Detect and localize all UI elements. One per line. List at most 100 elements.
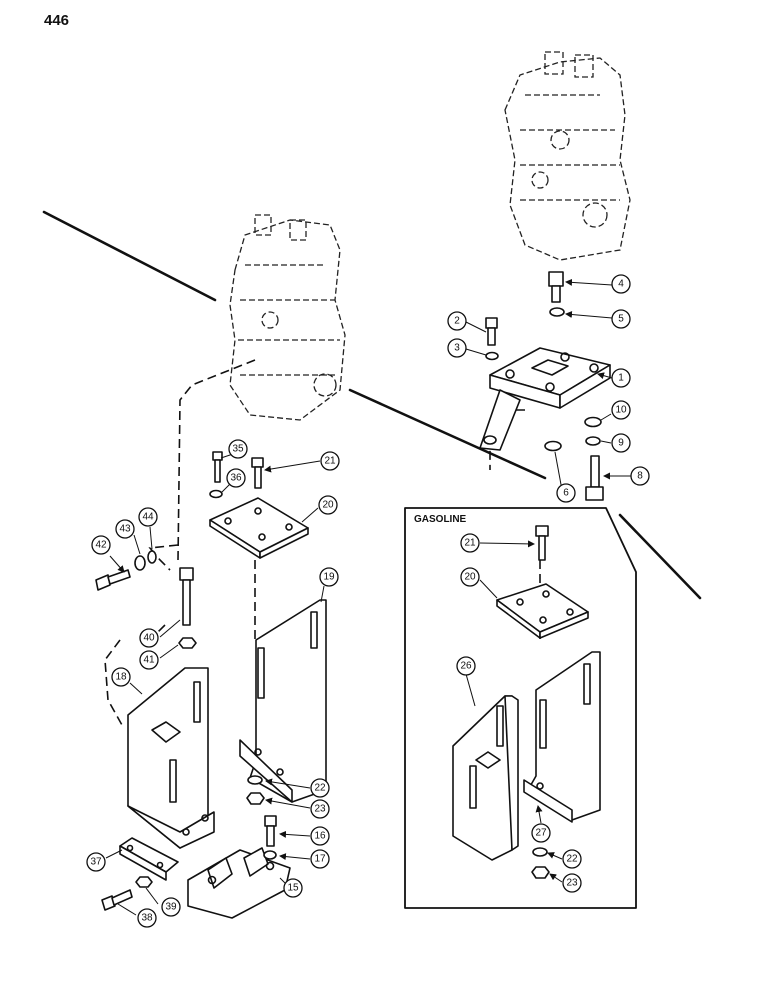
- svg-text:21: 21: [324, 456, 336, 467]
- callout-19: 19: [319, 567, 339, 587]
- bolt-40: [179, 567, 194, 626]
- svg-text:1: 1: [618, 373, 624, 384]
- svg-text:17: 17: [314, 854, 326, 865]
- inset-callout-20: 20: [460, 567, 480, 587]
- svg-text:27: 27: [535, 828, 547, 839]
- clamp-37: [119, 837, 179, 881]
- svg-text:40: 40: [143, 633, 155, 644]
- callout-5: 5: [611, 309, 631, 329]
- callout-37: 37: [86, 852, 106, 872]
- washer-44: [147, 550, 157, 564]
- nut-41: [178, 637, 197, 649]
- bolt-2: [485, 317, 498, 346]
- svg-text:37: 37: [90, 857, 102, 868]
- callout-8: 8: [630, 466, 650, 486]
- svg-text:26: 26: [460, 661, 472, 672]
- bolt-38: [101, 889, 133, 911]
- callout-4: 4: [611, 274, 631, 294]
- callout-21: 21: [320, 451, 340, 471]
- svg-text:39: 39: [165, 902, 177, 913]
- washer-5: [549, 307, 565, 317]
- inset-nut-23: [531, 866, 550, 879]
- svg-text:36: 36: [230, 473, 242, 484]
- inset-callout-21: 21: [460, 533, 480, 553]
- inset-washer-22: [532, 847, 548, 857]
- washer-36: [209, 489, 223, 499]
- svg-text:20: 20: [322, 500, 334, 511]
- washer-10: [584, 416, 602, 428]
- callout-16: 16: [310, 826, 330, 846]
- callout-22: 22: [310, 778, 330, 798]
- callout-17: 17: [310, 849, 330, 869]
- washer-6: [544, 440, 562, 452]
- nut-23: [246, 792, 265, 805]
- callout-2: 2: [447, 311, 467, 331]
- svg-text:43: 43: [119, 524, 131, 535]
- svg-text:44: 44: [142, 512, 154, 523]
- svg-text:22: 22: [566, 854, 578, 865]
- callout-3: 3: [447, 338, 467, 358]
- bolt-4: [548, 271, 564, 303]
- svg-text:41: 41: [143, 655, 155, 666]
- leader-lines: [105, 278, 631, 916]
- inset-mounting-plate-20: [496, 583, 589, 639]
- svg-text:5: 5: [618, 314, 624, 325]
- svg-text:35: 35: [232, 444, 244, 455]
- svg-text:19: 19: [323, 572, 335, 583]
- svg-text:23: 23: [314, 804, 326, 815]
- support-bracket-19: [239, 599, 327, 803]
- callout-9: 9: [611, 433, 631, 453]
- gasoline-inset: GASOLINE: [404, 507, 637, 909]
- callout-38: 38: [137, 908, 157, 928]
- bolt-21: [251, 457, 264, 489]
- svg-text:22: 22: [314, 783, 326, 794]
- callout-27: 27: [531, 823, 551, 843]
- mounting-adapter: [479, 347, 611, 451]
- callout-20: 20: [318, 495, 338, 515]
- callout-23: 23: [310, 799, 330, 819]
- svg-text:4: 4: [618, 279, 624, 290]
- page-number: 446: [44, 12, 70, 29]
- bolt-42: [95, 569, 131, 591]
- hydraulic-pump-ghost-upper: [504, 51, 631, 261]
- support-bracket-18: [127, 667, 215, 849]
- callout-35: 35: [228, 439, 248, 459]
- svg-text:8: 8: [637, 471, 643, 482]
- svg-text:15: 15: [287, 883, 299, 894]
- hydraulic-pump-ghost-lower: [229, 214, 346, 421]
- svg-text:21: 21: [464, 538, 476, 549]
- inset-bracket-26: [452, 695, 519, 861]
- svg-text:2: 2: [454, 316, 460, 327]
- washer-3: [485, 351, 499, 361]
- gasoline-label: GASOLINE: [414, 514, 467, 525]
- inset-bracket-27: [523, 651, 601, 823]
- svg-text:6: 6: [563, 488, 569, 499]
- callout-18: 18: [111, 667, 131, 687]
- svg-text:18: 18: [115, 672, 127, 683]
- washer-43: [134, 555, 146, 571]
- svg-text:9: 9: [618, 438, 624, 449]
- washer-9: [585, 436, 601, 446]
- inset-callout-22: 22: [562, 849, 582, 869]
- callout-39: 39: [161, 897, 181, 917]
- bolt-16: [264, 815, 277, 847]
- callout-10: 10: [611, 400, 631, 420]
- callout-1: 1: [611, 368, 631, 388]
- callout-40: 40: [139, 628, 159, 648]
- svg-text:20: 20: [464, 572, 476, 583]
- callout-44: 44: [138, 507, 158, 527]
- callout-43: 43: [115, 519, 135, 539]
- base-support-15: [187, 847, 291, 919]
- mounting-plate-20: [209, 497, 309, 559]
- washer-22: [247, 775, 263, 785]
- svg-text:42: 42: [95, 540, 107, 551]
- callout-36: 36: [226, 468, 246, 488]
- svg-text:38: 38: [141, 913, 153, 924]
- inset-callout-23: 23: [562, 873, 582, 893]
- bolt-35: [212, 451, 223, 483]
- callout-15: 15: [283, 878, 303, 898]
- svg-text:23: 23: [566, 878, 578, 889]
- svg-text:10: 10: [615, 405, 627, 416]
- section-divider-line: [42, 210, 702, 600]
